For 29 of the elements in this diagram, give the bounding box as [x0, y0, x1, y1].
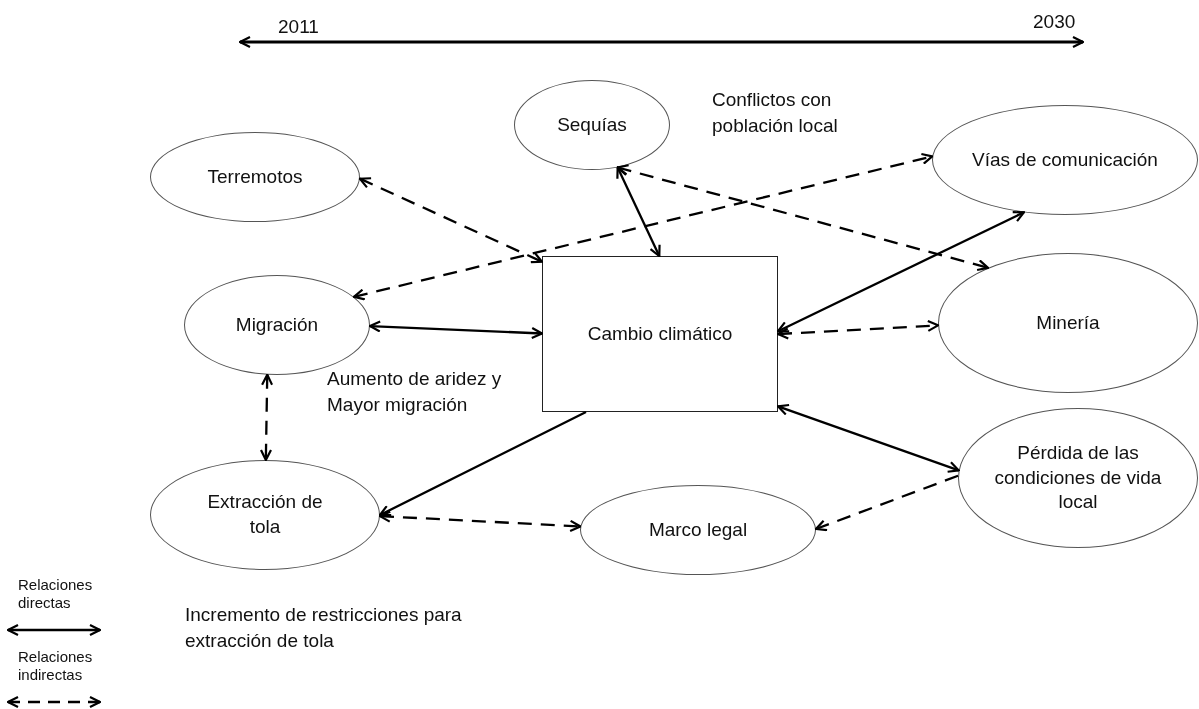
node-label: Minería	[1035, 310, 1101, 335]
annotation: Conflictos con población local	[712, 88, 839, 138]
node-label: Terremotos	[206, 164, 304, 189]
arrow	[814, 474, 959, 532]
node-label: Pérdida de las condiciones de vida local	[993, 440, 1163, 515]
annotation: Aumento de aridez y Mayor migración	[327, 367, 503, 417]
legend-label: Relaciones directas	[18, 576, 94, 612]
node-label: Cambio climático	[586, 321, 734, 346]
year-label: 2030	[1033, 10, 1076, 34]
annotation: Incremento de restricciones para extracción de tola	[185, 603, 463, 653]
arrow	[378, 410, 587, 517]
legend-label: Relaciones indirectas	[18, 648, 94, 684]
arrow	[259, 373, 274, 462]
node-label: Marco legal	[647, 517, 749, 542]
arrow	[776, 319, 940, 340]
arrow	[378, 510, 582, 532]
arrow	[776, 403, 960, 473]
node-label: Sequías	[556, 112, 628, 137]
arrow	[616, 164, 990, 272]
year-label: 2011	[278, 15, 319, 39]
arrow	[352, 152, 934, 301]
node-label: Vías de comunicación	[971, 147, 1159, 172]
node-label: Extracción de tola	[206, 490, 324, 539]
arrow	[616, 166, 661, 258]
process-box	[542, 256, 778, 412]
node-label: Migración	[234, 312, 320, 337]
arrow	[368, 320, 544, 340]
arrow	[776, 211, 1025, 333]
arrow	[358, 177, 544, 264]
